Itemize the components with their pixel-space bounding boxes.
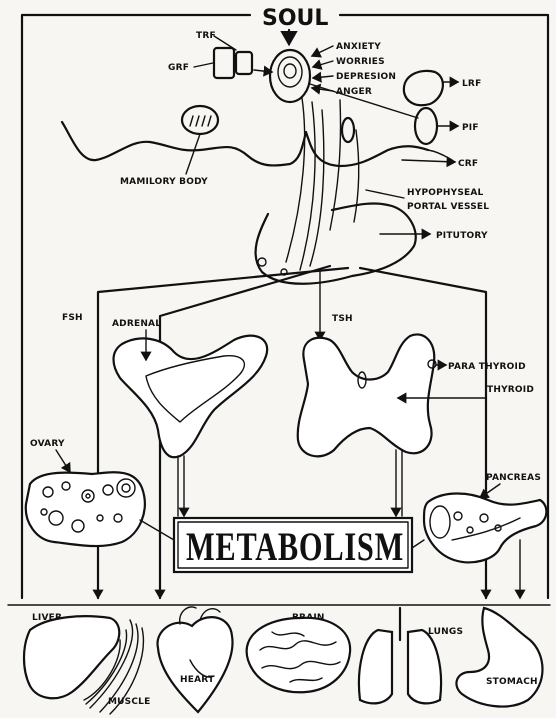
label-trf: TRF	[196, 31, 216, 41]
label-stomach: STOMACH	[486, 677, 538, 687]
emotion-worries: WORRIES	[336, 57, 385, 67]
label-muscle: MUSCLE	[108, 697, 150, 707]
brain	[247, 618, 351, 692]
heart	[158, 617, 233, 712]
label-crf: CRF	[458, 159, 478, 169]
label-ovary: OVARY	[30, 439, 65, 449]
emotion-depresion: DEPRESION	[336, 72, 396, 82]
label-tsh: TSH	[332, 314, 353, 324]
hypophyseal-portal-vessels	[286, 98, 359, 270]
emotion-anxiety: ANXIETY	[336, 42, 381, 52]
pif-cell	[415, 108, 437, 144]
label-pancreas: PANCREAS	[486, 473, 541, 483]
thyroid-gland	[298, 334, 434, 456]
mamilory-ticks	[190, 116, 211, 126]
label-adrenal: ADRENAL	[112, 319, 161, 329]
label-pif: PIF	[462, 123, 479, 133]
label-para-thyroid: PARA THYROID	[448, 362, 526, 372]
adrenal-gland	[114, 336, 268, 458]
grf-cell	[214, 48, 234, 78]
crf-branch	[428, 150, 452, 160]
trf-cell	[236, 52, 252, 74]
label-fsh: FSH	[62, 313, 83, 323]
emotion-arrows	[312, 46, 333, 91]
metabolism-label: METABOLISM	[186, 524, 404, 569]
lrf-cell	[404, 71, 443, 105]
crf-cell	[342, 118, 354, 142]
liver	[24, 616, 119, 698]
label-mamilory-body: MAMILORY BODY	[120, 177, 208, 187]
hypothalamus-outline	[62, 122, 428, 166]
emotion-anger: ANGER	[336, 87, 372, 97]
pituitary-gland	[256, 203, 416, 283]
stomach	[456, 608, 542, 707]
mamilory-body-shape	[182, 106, 218, 134]
label-portal-line2: PORTAL VESSEL	[407, 202, 489, 212]
soul-title: SOUL	[262, 6, 328, 31]
label-heart: HEART	[180, 675, 215, 685]
label-lungs: LUNGS	[428, 627, 463, 637]
label-grf: GRF	[168, 63, 189, 73]
label-thyroid: THYROID	[487, 385, 534, 395]
label-portal-line1: HYPOPHYSEAL	[407, 188, 484, 198]
pancreas	[424, 494, 546, 563]
portal-leader	[366, 190, 404, 198]
soul-oval	[270, 50, 310, 102]
label-pituitary: PITUTORY	[436, 231, 488, 241]
label-lrf: LRF	[462, 79, 481, 89]
